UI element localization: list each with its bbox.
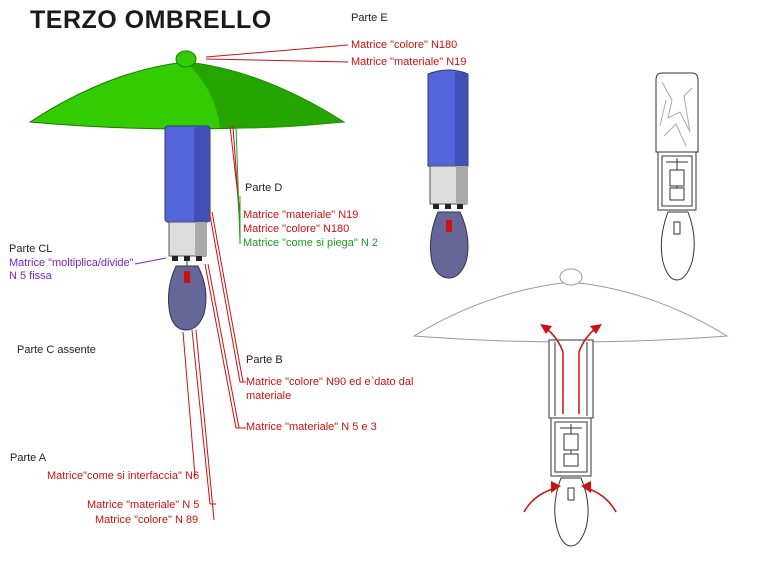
label-a-colore: Matrice "colore" N 89 <box>95 514 199 526</box>
main-umbrella <box>28 50 346 331</box>
label-parte-a: Parte A <box>10 452 47 464</box>
label-parte-c: Parte C assente <box>17 344 96 356</box>
tip <box>168 265 207 331</box>
label-e-colore: Matrice "colore" N180 <box>351 39 458 51</box>
label-b-materiale: Matrice "materiale" N 5 e 3 <box>246 421 377 433</box>
label-d-piega: Matrice "come si piega" N 2 <box>243 237 378 249</box>
outline-open-umbrella <box>412 268 729 547</box>
label-cl-fissa: N 5 fissa <box>9 270 52 282</box>
label-cl-matrice: Matrice "moltiplica/divide" <box>9 257 134 269</box>
page-title: TERZO OMBRELLO <box>30 6 272 34</box>
top-knob <box>175 50 197 68</box>
label-b-colore: Matrice "colore" N90 ed e`dato dal <box>246 376 414 388</box>
closed-umbrella <box>427 69 469 279</box>
label-parte-e: Parte E <box>351 12 388 24</box>
label-e-materiale: Matrice "materiale" N19 <box>351 56 467 68</box>
leader-lines <box>134 44 349 521</box>
label-a-interfaccia: Matrice"come si interfaccia" N6 <box>47 470 200 482</box>
label-d-colore: Matrice "colore" N180 <box>243 223 350 235</box>
label-parte-cl: Parte CL <box>9 243 53 255</box>
label-parte-d: Parte D <box>245 182 283 194</box>
label-parte-b: Parte B <box>246 354 283 366</box>
outline-closed-umbrella <box>655 72 699 281</box>
label-a-materiale: Matrice "materiale" N 5 <box>87 499 200 511</box>
label-d-materiale: Matrice "materiale" N19 <box>243 209 359 221</box>
label-b-colore-2: materiale <box>246 390 292 402</box>
